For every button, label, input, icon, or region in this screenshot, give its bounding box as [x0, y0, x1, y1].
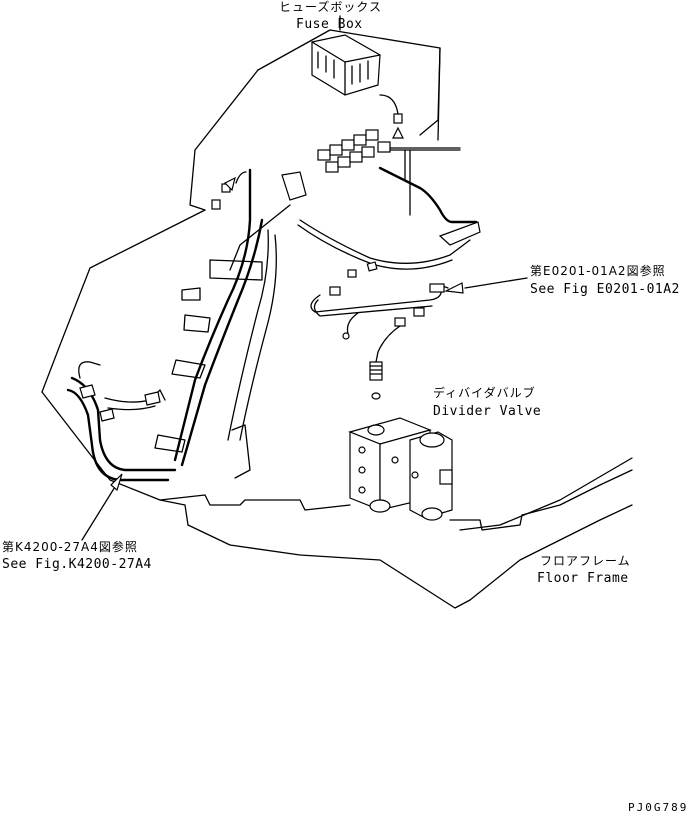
- fuse-box-label-jp: ヒューズボックス: [279, 0, 383, 14]
- loose-connectors: [211, 94, 404, 210]
- vertical-harness: [154, 168, 307, 467]
- divider-valve-label-en: Divider Valve: [433, 404, 542, 419]
- divider-valve-label-jp: ディバイダバルブ: [433, 386, 536, 400]
- fuse-box: [311, 34, 381, 96]
- cab-rear-panel: [41, 29, 471, 609]
- relay-block: [317, 129, 461, 216]
- floor-frame-label-jp: フロアフレーム: [540, 554, 631, 568]
- lower-harness: [66, 361, 177, 482]
- ref-e0201-label-jp: 第E0201-01A2図参照: [530, 264, 666, 278]
- divider-valve-body: [348, 417, 453, 521]
- ref-e0201-label-en: See Fig E0201-01A2: [530, 282, 680, 297]
- fuse-box-label-en: Fuse Box: [296, 17, 363, 32]
- floor-frame: [159, 424, 633, 601]
- leader-lines: [81, 15, 528, 541]
- ref-k4200-label-jp: 第K4200-27A4図参照: [2, 540, 138, 554]
- pressure-sender: [369, 361, 383, 400]
- main-harness: [297, 166, 481, 363]
- floor-frame-label-en: Floor Frame: [537, 571, 629, 586]
- ref-k4200-label-en: See Fig.K4200-27A4: [2, 557, 152, 572]
- drawing-code: PJ0G789: [628, 801, 689, 814]
